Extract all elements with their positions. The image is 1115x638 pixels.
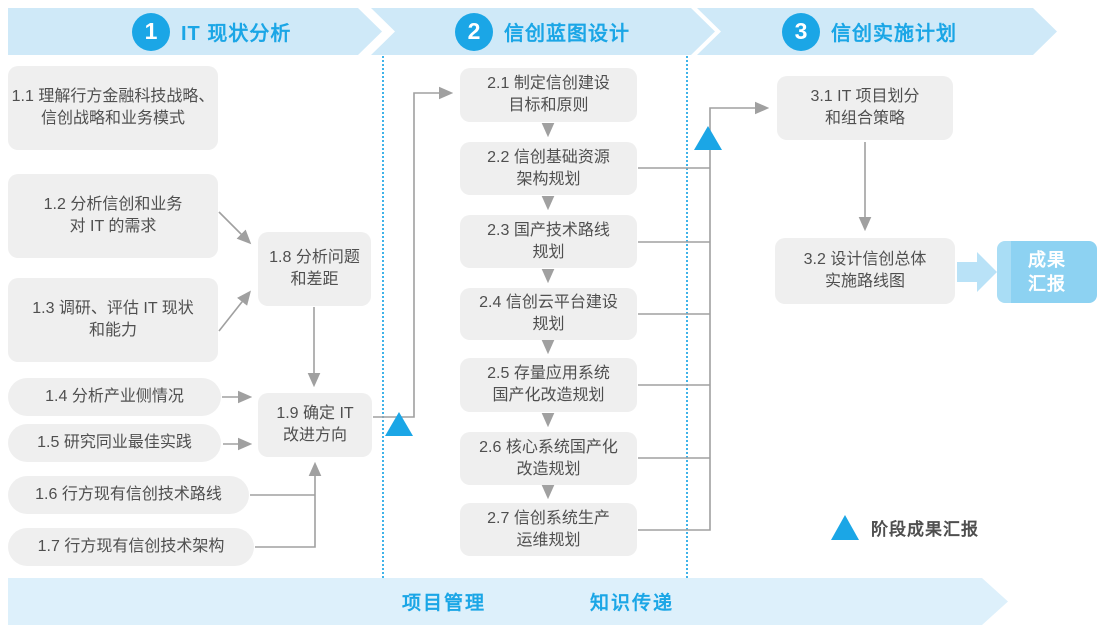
phase-banner-3: 3 信创实施计划 <box>697 8 1057 55</box>
step-1-5: 1.5 研究同业最佳实践 <box>8 424 221 462</box>
step-2-5: 2.5 存量应用系统 国产化改造规划 <box>460 358 637 412</box>
legend: 阶段成果汇报 <box>831 515 979 540</box>
step-1-1: 1.1 理解行方金融科技战略、 信创战略和业务模式 <box>8 66 218 150</box>
milestone-triangle-phase1-icon <box>385 412 413 436</box>
step-3-2: 3.2 设计信创总体 实施路线图 <box>775 238 955 304</box>
milestone-triangle-phase2-icon <box>694 126 722 150</box>
phase-2-title: 信创蓝图设计 <box>504 23 630 45</box>
step-1-8: 1.8 分析问题 和差距 <box>258 232 371 306</box>
step-1-9: 1.9 确定 IT 改进方向 <box>258 393 372 457</box>
bottom-banner-item-knowledge-transfer: 知识传递 <box>590 593 675 614</box>
bottom-banner-item-project-management: 项目管理 <box>402 593 487 614</box>
phase-1-number-badge: 1 <box>132 13 170 51</box>
phase-banner-1: 1 IT 现状分析 <box>8 8 382 55</box>
step-2-4: 2.4 信创云平台建设 规划 <box>460 288 637 340</box>
bottom-banner: 项目管理 知识传递 <box>8 578 1008 625</box>
step-2-7: 2.7 信创系统生产 运维规划 <box>460 503 637 556</box>
step-1-2: 1.2 分析信创和业务 对 IT 的需求 <box>8 174 218 258</box>
phase-2-number-badge: 2 <box>455 13 493 51</box>
phase-separator-1 <box>382 56 384 578</box>
legend-triangle-icon <box>831 515 859 540</box>
phase-1-title: IT 现状分析 <box>181 23 292 45</box>
phase-3-number-badge: 3 <box>782 13 820 51</box>
phase-3-title: 信创实施计划 <box>831 23 957 45</box>
step-1-7: 1.7 行方现有信创技术架构 <box>8 528 254 566</box>
result-report-arrow <box>957 252 997 292</box>
step-1-4: 1.4 分析产业侧情况 <box>8 378 221 416</box>
step-3-1: 3.1 IT 项目划分 和组合策略 <box>777 76 953 140</box>
step-2-3: 2.3 国产技术路线 规划 <box>460 215 637 268</box>
step-2-1: 2.1 制定信创建设 目标和原则 <box>460 68 637 122</box>
result-report-box: 成果 汇报 <box>997 241 1097 303</box>
step-2-6: 2.6 核心系统国产化 改造规划 <box>460 432 637 485</box>
step-1-3: 1.3 调研、评估 IT 现状 和能力 <box>8 278 218 362</box>
legend-label: 阶段成果汇报 <box>871 520 979 539</box>
step-1-6: 1.6 行方现有信创技术路线 <box>8 476 249 514</box>
step-2-2: 2.2 信创基础资源 架构规划 <box>460 142 637 195</box>
phase-separator-2 <box>686 56 688 578</box>
phase-banner-2: 2 信创蓝图设计 <box>371 8 715 55</box>
